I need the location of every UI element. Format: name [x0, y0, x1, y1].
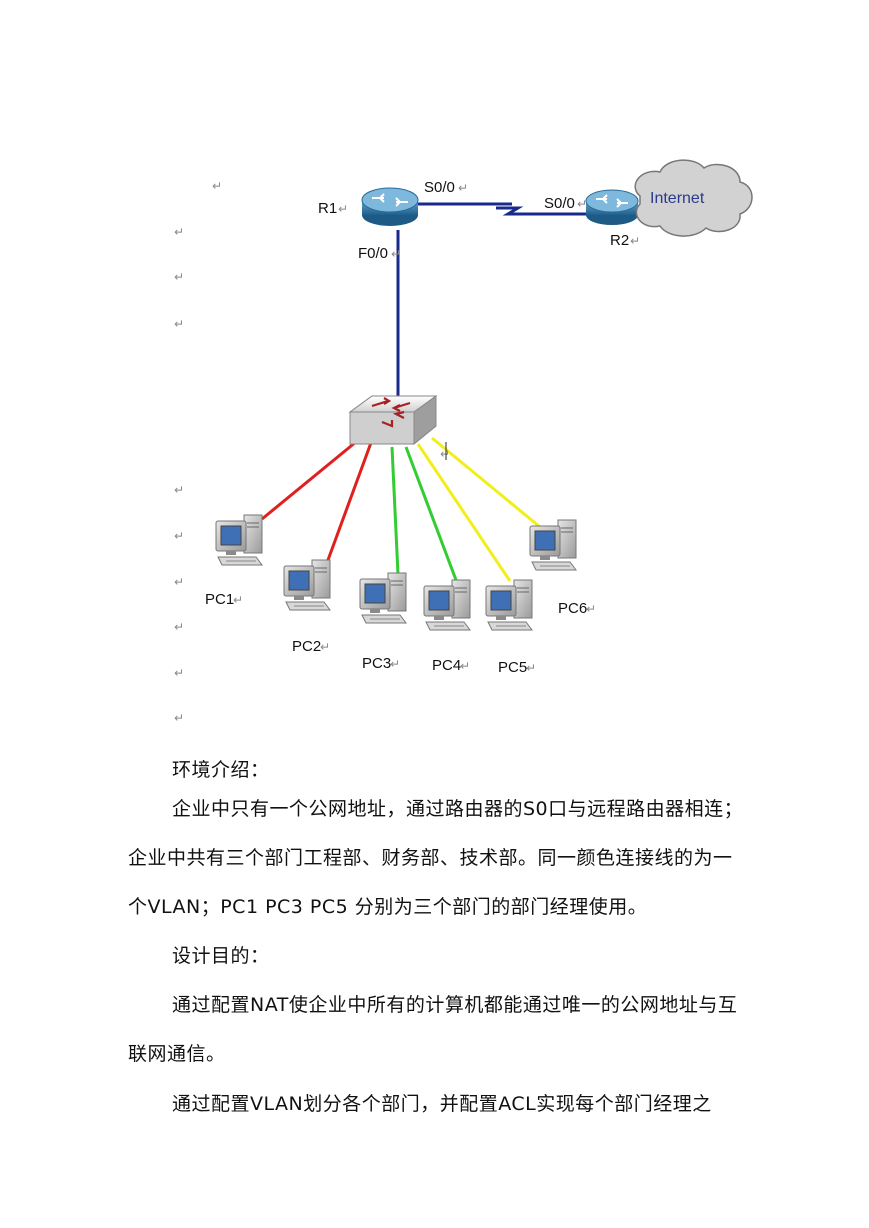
pc6-computer-icon — [529, 519, 577, 571]
heading-environment: 环境介绍： — [172, 759, 270, 781]
pc1-computer-icon — [215, 514, 263, 566]
return-mark: ↵ — [174, 620, 184, 634]
return-mark: ↵ — [460, 659, 470, 673]
return-mark: ↵ — [440, 447, 450, 461]
return-mark: ↵ — [320, 640, 330, 654]
router-r1-icon — [361, 187, 419, 226]
return-mark: ↵ — [390, 657, 400, 671]
pc4-label: PC4 — [432, 657, 461, 674]
paragraph-marks: ↵ ↵ ↵ ↵ ↵ ↵ ↵ ↵ ↵ ↵ ↵ — [174, 179, 450, 725]
heading-design-goal: 设计目的： — [172, 945, 270, 967]
return-mark: ↵ — [174, 317, 184, 331]
return-mark: ↵ — [174, 270, 184, 284]
return-mark: ↵ — [526, 661, 536, 675]
return-mark: ↵ — [174, 575, 184, 589]
paragraph-vlan-acl-goal: 通过配置VLAN划分各个部门，并配置ACL实现每个部门经理之 — [172, 1093, 712, 1115]
link-pc6 — [431, 436, 541, 529]
link-pc4 — [404, 446, 458, 581]
return-mark: ↵ — [212, 179, 222, 193]
return-mark: ↵ — [174, 529, 184, 543]
router-r2-icon — [585, 189, 639, 225]
return-mark: ↵ — [391, 247, 401, 261]
paragraph-environment: 企业中只有一个公网地址，通过路由器的S0口与远程路由器相连；企业中共有三个部门工… — [128, 798, 744, 918]
paragraph-nat-goal: 通过配置NAT使企业中所有的计算机都能通过唯一的公网地址与互联网通信。 — [128, 994, 738, 1065]
return-mark: ↵ — [174, 483, 184, 497]
return-mark: ↵ — [174, 711, 184, 725]
pc3-computer-icon — [359, 572, 407, 624]
return-mark: ↵ — [233, 593, 243, 607]
pc1-label: PC1 — [205, 591, 234, 608]
return-mark: ↵ — [338, 202, 348, 216]
internet-cloud-icon — [634, 159, 753, 237]
pc4-computer-icon — [423, 579, 471, 631]
link-pc5 — [416, 443, 512, 582]
pc5-computer-icon — [485, 579, 533, 631]
r1-serial-port-label: S0/0 — [424, 179, 455, 196]
r1-r2-serial-link-zigzag — [496, 206, 592, 216]
switch-icon — [348, 395, 438, 446]
return-mark: ↵ — [174, 666, 184, 680]
pc3-label: PC3 — [362, 655, 391, 672]
return-mark: ↵ — [586, 602, 596, 616]
link-pc1 — [261, 435, 363, 521]
pc5-label: PC5 — [498, 659, 527, 676]
return-mark: ↵ — [630, 234, 640, 248]
pc2-computer-icon — [283, 559, 331, 611]
network-topology-diagram: Internet R1 ↵ R2 ↵ S0/0 ↵ S0/0 ↵ F0/0 ↵ … — [174, 159, 753, 725]
return-mark: ↵ — [458, 181, 468, 195]
r2-serial-port-label: S0/0 — [544, 195, 575, 212]
router-r1-label: R1 — [318, 200, 337, 217]
return-mark: ↵ — [577, 197, 587, 211]
r1-fast-port-label: F0/0 — [358, 245, 388, 262]
pc2-label: PC2 — [292, 638, 321, 655]
cloud-label: Internet — [650, 190, 705, 207]
r2-label: R2 — [610, 232, 629, 249]
link-pc3 — [390, 446, 400, 575]
link-pc2 — [326, 439, 374, 561]
return-mark: ↵ — [174, 225, 184, 239]
pc6-label: PC6 — [558, 600, 587, 617]
